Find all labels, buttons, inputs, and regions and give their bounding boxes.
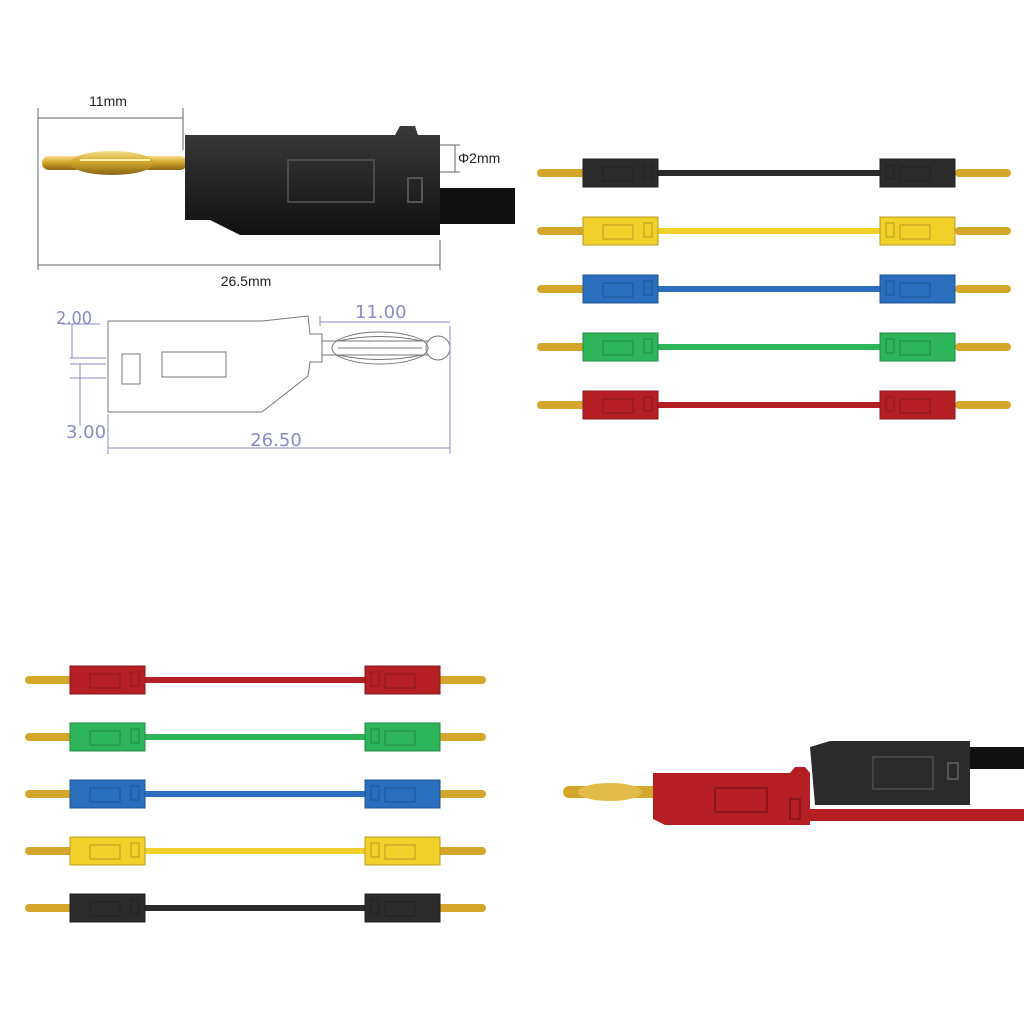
plug-body-left bbox=[582, 216, 659, 246]
gold-pin-left bbox=[537, 401, 593, 409]
gold-pin-left bbox=[25, 733, 81, 741]
gold-pin-left bbox=[25, 676, 81, 684]
test-lead bbox=[25, 836, 486, 866]
lead-cable bbox=[658, 170, 880, 176]
dim-bottom-label: 3.00 bbox=[66, 422, 106, 443]
dim-pin-label: 11.00 bbox=[355, 302, 407, 323]
colored-leads-bottom-panel bbox=[25, 665, 486, 923]
gold-pin-right bbox=[430, 733, 486, 741]
red-cable bbox=[795, 809, 1024, 821]
drawing-outline bbox=[107, 315, 451, 413]
gold-pin-left bbox=[537, 343, 593, 351]
gold-pin-right bbox=[430, 790, 486, 798]
gold-pin-left bbox=[537, 169, 593, 177]
plug-body-right bbox=[879, 158, 956, 188]
lead-cable bbox=[145, 734, 365, 740]
test-lead bbox=[537, 216, 1011, 246]
plug-body-right bbox=[364, 893, 441, 923]
test-lead bbox=[537, 332, 1011, 362]
lead-cable bbox=[658, 344, 880, 350]
gold-pin-left bbox=[25, 790, 81, 798]
test-lead bbox=[25, 893, 486, 923]
lead-cable bbox=[658, 286, 880, 292]
gold-pin bbox=[42, 151, 187, 175]
gold-pin-right bbox=[955, 169, 1011, 177]
gold-pin-right bbox=[955, 343, 1011, 351]
gold-pin-right bbox=[955, 285, 1011, 293]
plug-body-right bbox=[364, 836, 441, 866]
plug-body-right bbox=[879, 216, 956, 246]
gold-pin-left bbox=[25, 904, 81, 912]
dimension-lines bbox=[37, 108, 460, 270]
technical-drawing-panel: 2.00 3.00 11.00 26.50 bbox=[56, 302, 451, 454]
plug-body-right bbox=[879, 390, 956, 420]
plug-body-left bbox=[582, 158, 659, 188]
total-length-label: 26.5mm bbox=[221, 273, 272, 289]
lead-cable bbox=[145, 791, 365, 797]
test-lead bbox=[25, 722, 486, 752]
stacked-plug-closeup-panel bbox=[563, 741, 1024, 825]
gold-pin-right bbox=[430, 904, 486, 912]
black-plug-body bbox=[185, 126, 440, 235]
black-cable bbox=[955, 747, 1024, 769]
gold-pin-right bbox=[430, 676, 486, 684]
red-plug-body bbox=[653, 767, 810, 825]
dim-top-label: 2.00 bbox=[56, 308, 92, 329]
black-plug-body bbox=[810, 741, 970, 805]
pin-length-label: 11mm bbox=[89, 93, 127, 109]
plug-body-left bbox=[69, 722, 146, 752]
plug-body-left bbox=[582, 332, 659, 362]
gold-pin-right bbox=[955, 401, 1011, 409]
gold-pin-right bbox=[955, 227, 1011, 235]
plug-body-left bbox=[582, 274, 659, 304]
lead-cable bbox=[658, 228, 880, 234]
black-cable bbox=[430, 188, 515, 224]
plug-body-right bbox=[364, 779, 441, 809]
plug-body-right bbox=[879, 274, 956, 304]
test-lead bbox=[25, 779, 486, 809]
gold-pin-left bbox=[537, 285, 593, 293]
plug-body-left bbox=[69, 836, 146, 866]
gold-pin bbox=[563, 783, 658, 801]
test-lead bbox=[537, 158, 1011, 188]
plug-body-right bbox=[879, 332, 956, 362]
lead-cable bbox=[145, 905, 365, 911]
plug-body-right bbox=[364, 665, 441, 695]
plug-body-left bbox=[582, 390, 659, 420]
test-lead bbox=[25, 665, 486, 695]
gold-pin-left bbox=[537, 227, 593, 235]
pin-diameter-label: Φ2mm bbox=[458, 150, 500, 166]
gold-pin-left bbox=[25, 847, 81, 855]
lead-cable bbox=[145, 848, 365, 854]
drawing-dimension-lines bbox=[62, 316, 451, 454]
lead-cable bbox=[145, 677, 365, 683]
test-lead bbox=[537, 274, 1011, 304]
plug-body-left bbox=[69, 893, 146, 923]
colored-leads-top-panel bbox=[537, 158, 1011, 420]
plug-body-left bbox=[69, 665, 146, 695]
plug-body-right bbox=[364, 722, 441, 752]
dim-total-label: 26.50 bbox=[250, 430, 302, 451]
gold-pin-right bbox=[430, 847, 486, 855]
lead-cable bbox=[658, 402, 880, 408]
dimension-photo-panel: 11mm Φ2mm 26.5mm bbox=[37, 93, 515, 289]
plug-body-left bbox=[69, 779, 146, 809]
test-lead bbox=[537, 390, 1011, 420]
